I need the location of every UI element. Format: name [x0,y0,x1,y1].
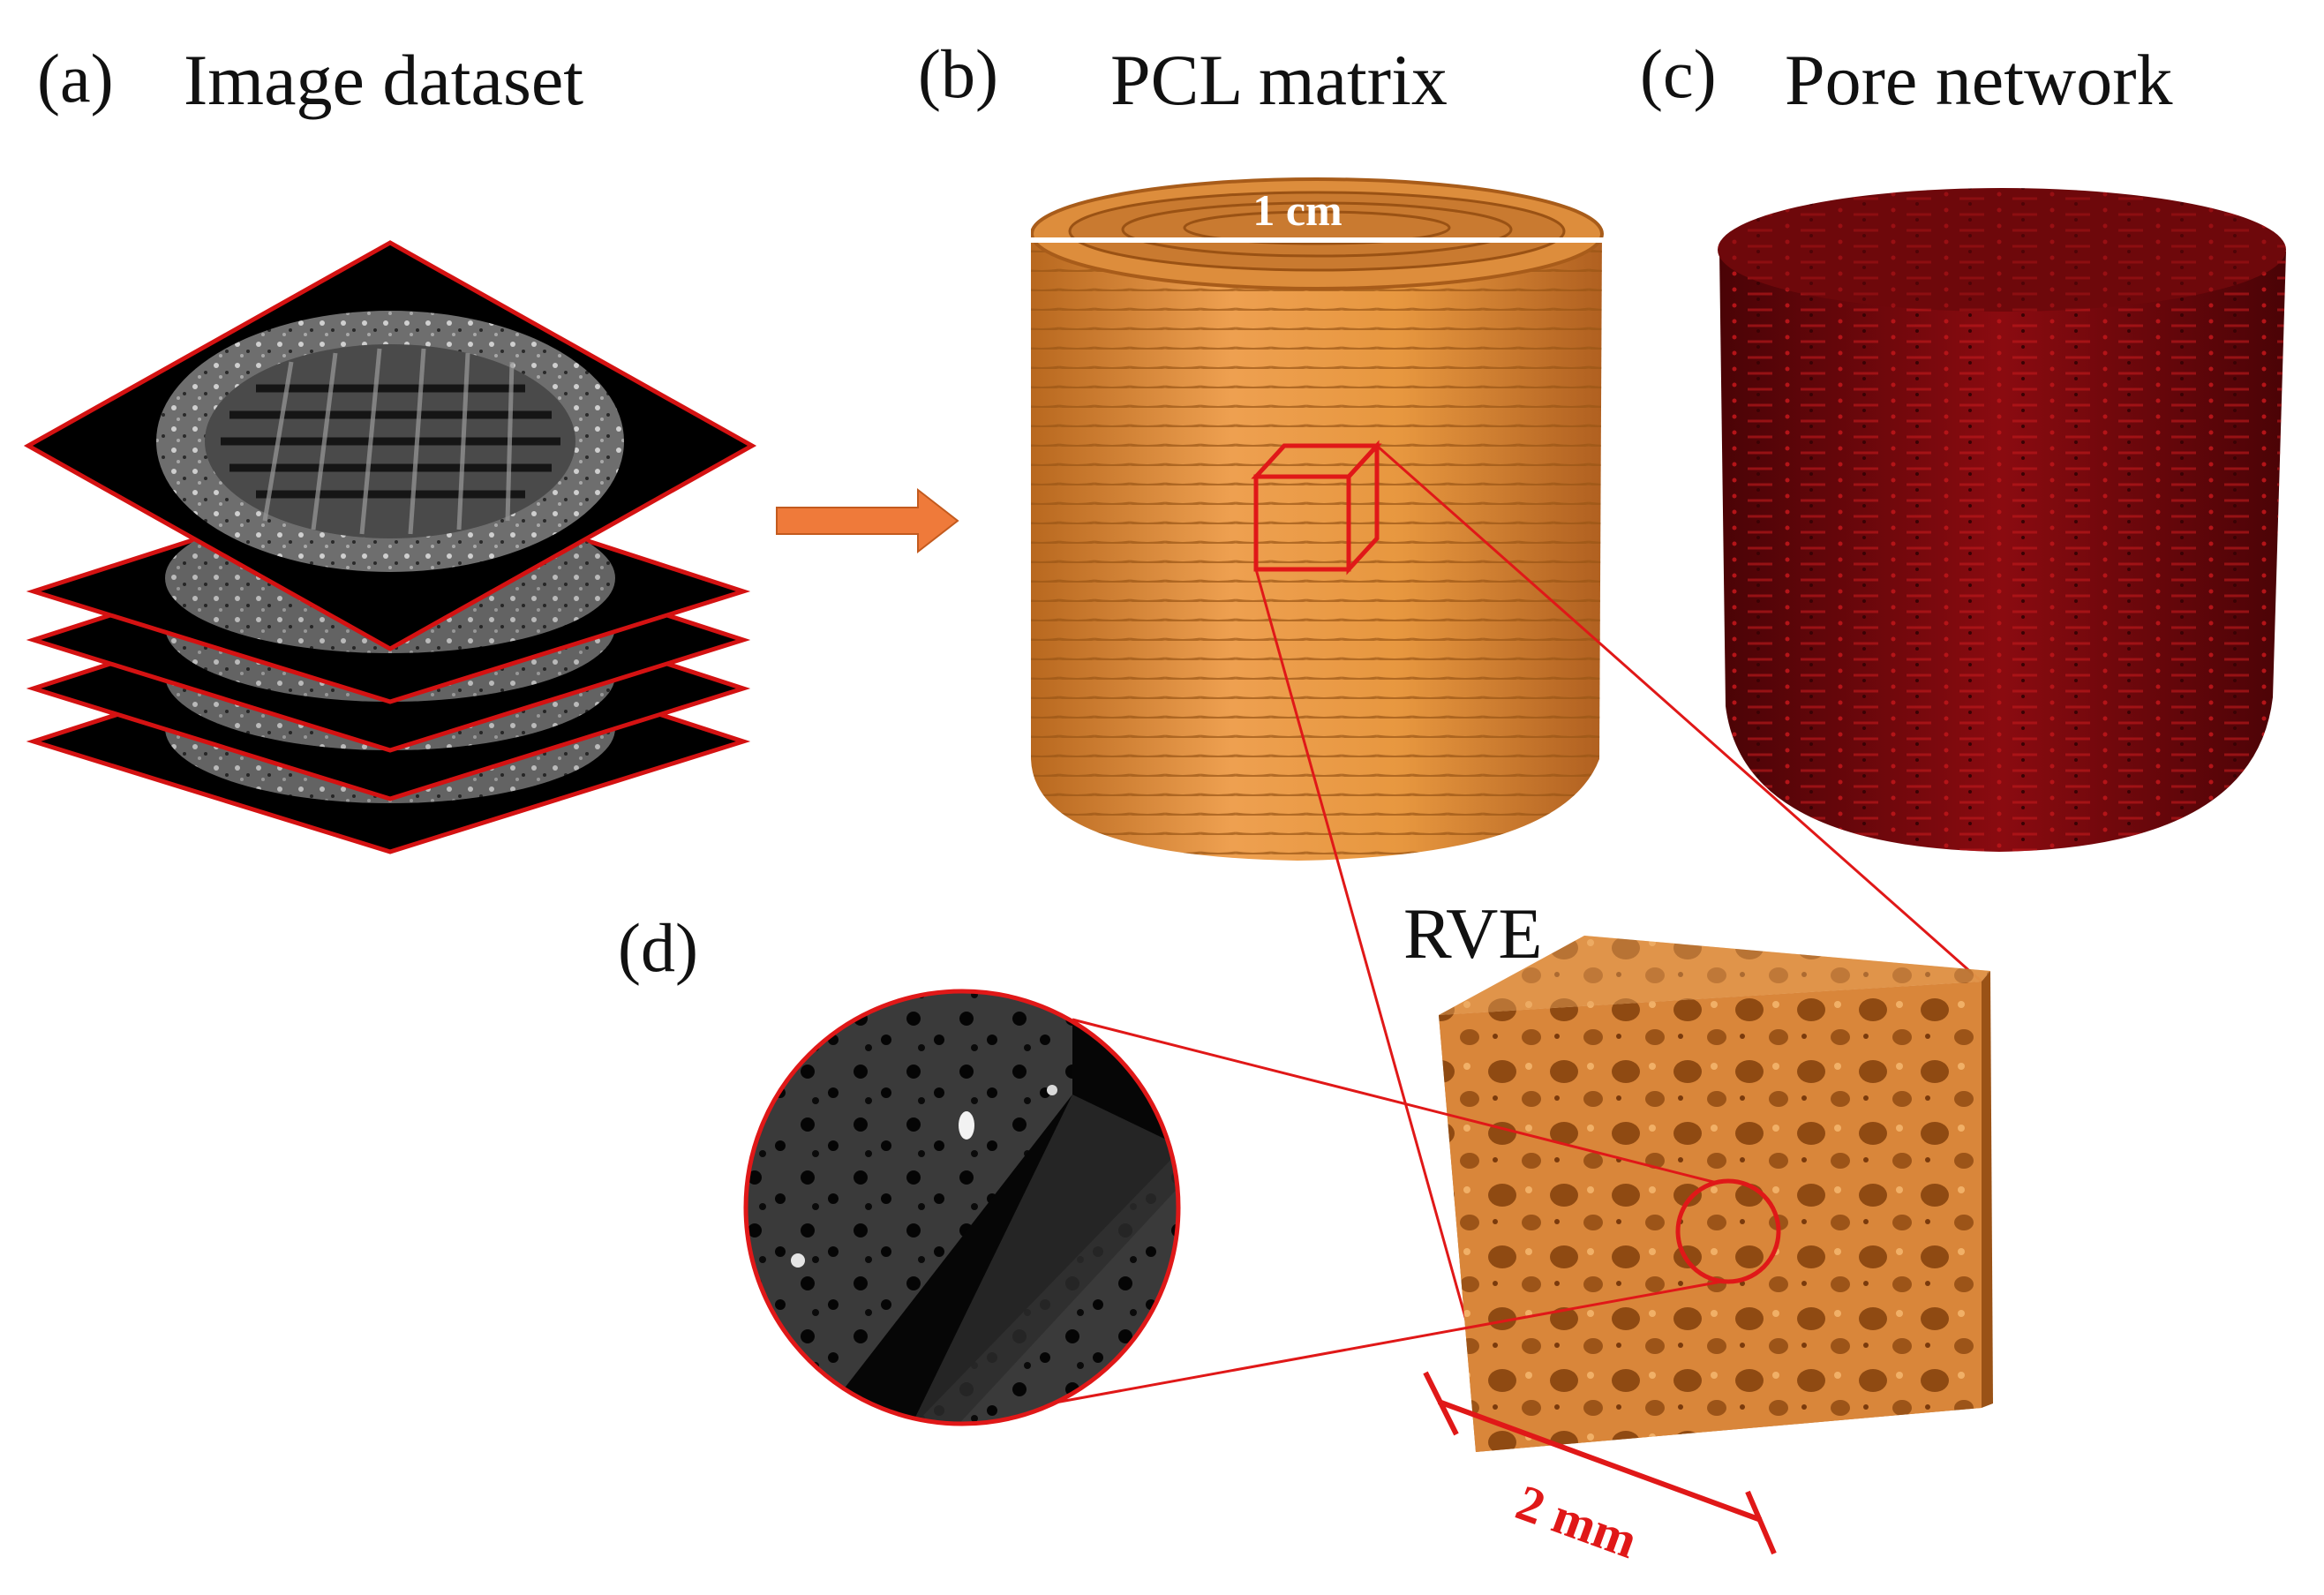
panel-b-title: PCL matrix [1110,40,1448,120]
panel-b-label: (b) [918,35,998,112]
pcl-scale-bar: 1 cm [1026,185,1609,269]
panel-c-label: (c) [1640,35,1717,112]
zoom-connector-lines [1049,1018,1722,1405]
panel-d-label: (d) [618,909,698,986]
rve-title: RVE [1403,893,1542,974]
rve-zoom-marker [1675,1178,1781,1284]
pore-network-cylinder [1718,188,2286,852]
pcl-matrix-cylinder [1030,177,1604,861]
image-dataset-stack [23,240,757,854]
rve-scale-bar [1423,1371,1777,1555]
image-slice-top [23,240,757,651]
panel-a-label: (a) [37,40,114,117]
rve-projection-lines [1254,444,1982,1356]
pcl-scale-label: 1 cm [1252,185,1342,235]
rve-scale-label: 2 mm [1509,1473,1645,1569]
panel-c-title: Pore network [1785,40,2173,120]
panel-a-title: Image dataset [184,40,583,120]
transition-arrow [776,487,959,554]
rve-cube [1439,936,1993,1452]
ct-zoom-view [743,989,1181,1426]
